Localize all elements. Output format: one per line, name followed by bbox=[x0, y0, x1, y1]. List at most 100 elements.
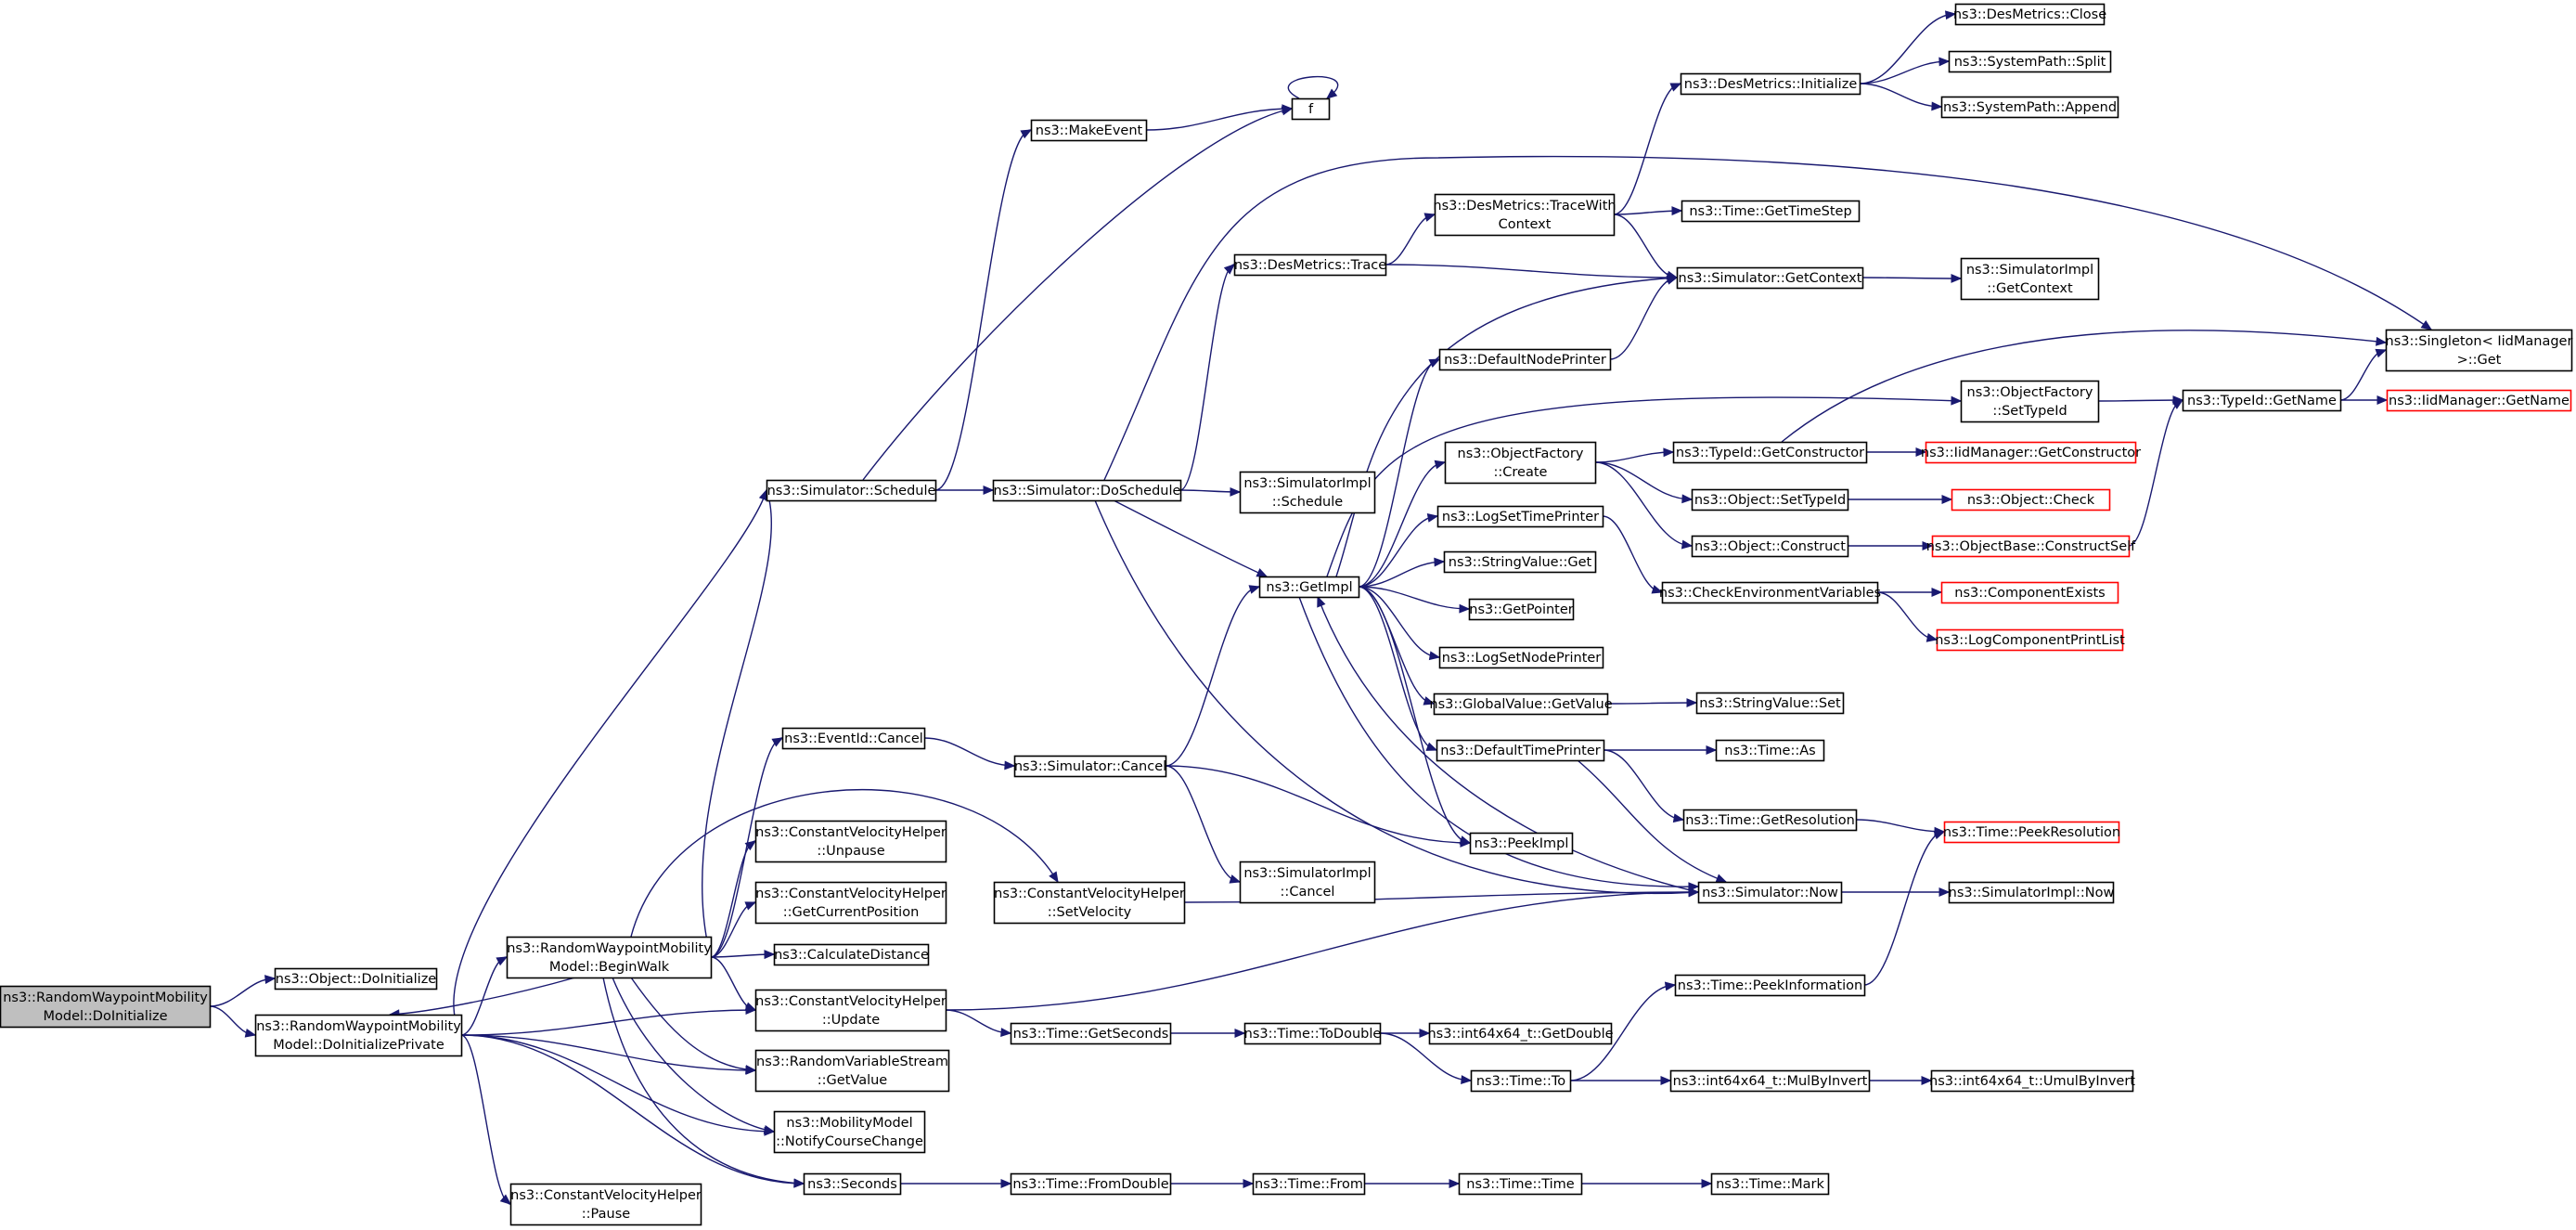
node-peekinfo[interactable]: ns3::Time::PeekInformation bbox=[1674, 974, 1866, 997]
node-label: ns3::ConstantVelocityHelper bbox=[755, 887, 947, 901]
node-peekimpl[interactable]: ns3::PeekImpl bbox=[1469, 832, 1574, 855]
node-compexists[interactable]: ns3::ComponentExists bbox=[1940, 581, 2119, 604]
node-calcdist[interactable]: ns3::CalculateDistance bbox=[773, 943, 930, 966]
node-logcompprint[interactable]: ns3::LogComponentPrintList bbox=[1935, 628, 2125, 652]
edge-doinitpriv-to-schedule bbox=[453, 489, 767, 1036]
node-doinitpriv[interactable]: ns3::RandomWaypointMobilityModel::DoInit… bbox=[254, 1014, 463, 1057]
node-box bbox=[1434, 193, 1616, 237]
node-cvhupdate[interactable]: ns3::ConstantVelocityHelper::Update bbox=[754, 989, 947, 1032]
node-implgetctx[interactable]: ns3::SimulatorImpl::GetContext bbox=[1960, 257, 2100, 301]
node-spsplit[interactable]: ns3::SystemPath::Split bbox=[1948, 50, 2112, 73]
node-simgetctx[interactable]: ns3::Simulator::GetContext bbox=[1676, 266, 1864, 290]
node-doinit[interactable]: ns3::Object::DoInitialize bbox=[274, 967, 438, 990]
node-iidgetctor[interactable]: ns3::IidManager::GetConstructor bbox=[1921, 441, 2141, 464]
edge-ofcreate-to-objsettypeid-arrowhead bbox=[1681, 494, 1694, 504]
node-getseconds[interactable]: ns3::Time::GetSeconds bbox=[1010, 1022, 1172, 1045]
node-timemark[interactable]: ns3::Time::Mark bbox=[1710, 1172, 1830, 1196]
node-doschedule[interactable]: ns3::Simulator::DoSchedule bbox=[992, 479, 1182, 502]
node-dmtrace[interactable]: ns3::DesMetrics::Trace bbox=[1233, 253, 1387, 277]
edge-checkenv-to-compexists-arrowhead bbox=[1931, 588, 1943, 597]
node-objconstruct[interactable]: ns3::Object::Construct bbox=[1691, 535, 1849, 558]
node-label: ns3::MakeEvent bbox=[1036, 123, 1143, 138]
node-singletonget[interactable]: ns3::Singleton< IidManager >::Get bbox=[2385, 329, 2573, 372]
node-peekres[interactable]: ns3::Time::PeekResolution bbox=[1943, 821, 2120, 844]
node-beginwalk[interactable]: ns3::RandomWaypointMobilityModel::BeginW… bbox=[506, 936, 713, 979]
node-box bbox=[1469, 832, 1574, 855]
edge-beginwalk-to-cvhgetpos-arrowhead bbox=[744, 901, 757, 911]
node-box bbox=[2385, 329, 2573, 372]
node-todouble[interactable]: ns3::Time::ToDouble bbox=[1244, 1022, 1382, 1045]
node-simcancel[interactable]: ns3::Simulator::Cancel bbox=[1013, 755, 1167, 778]
node-ofcreate[interactable]: ns3::ObjectFactory::Create bbox=[1444, 441, 1597, 485]
node-cvhgetpos[interactable]: ns3::ConstantVelocityHelper::GetCurrentP… bbox=[754, 881, 947, 925]
node-mulbyinvert[interactable]: ns3::int64x64_t::MulByInvert bbox=[1669, 1069, 1871, 1093]
node-gettimestep[interactable]: ns3::Time::GetTimeStep bbox=[1681, 200, 1861, 223]
edge-beginwalk-to-cvhupdate-arrowhead bbox=[744, 1002, 757, 1011]
node-logsettime[interactable]: ns3::LogSetTimePrinter bbox=[1436, 505, 1604, 528]
node-box bbox=[1252, 1172, 1366, 1196]
node-label: ns3::SimulatorImpl bbox=[1243, 866, 1371, 881]
node-umulbyinvert[interactable]: ns3::int64x64_t::UmulByInvert bbox=[1929, 1069, 2135, 1093]
node-logsetnode[interactable]: ns3::LogSetNodePrinter bbox=[1438, 646, 1604, 669]
edge-simcancel-to-getimpl bbox=[1165, 586, 1260, 767]
node-f[interactable]: f bbox=[1291, 97, 1331, 121]
node-cvhsetvel[interactable]: ns3::ConstantVelocityHelper::SetVelocity bbox=[993, 881, 1186, 925]
node-getresolution[interactable]: ns3::Time::GetResolution bbox=[1682, 809, 1858, 832]
node-tidgetctor[interactable]: ns3::TypeId::GetConstructor bbox=[1672, 441, 1868, 464]
node-makeevent[interactable]: ns3::MakeEvent bbox=[1030, 119, 1148, 142]
node-obconstructself[interactable]: ns3::ObjectBase::ConstructSelf bbox=[1926, 535, 2136, 558]
node-implnow[interactable]: ns3::SimulatorImpl::Now bbox=[1948, 881, 2115, 904]
node-timeto[interactable]: ns3::Time::To bbox=[1470, 1069, 1572, 1093]
node-seconds[interactable]: ns3::Seconds bbox=[803, 1172, 902, 1196]
node-timetime[interactable]: ns3::Time::Time bbox=[1458, 1172, 1583, 1196]
node-mmnotify[interactable]: ns3::MobilityModel::NotifyCourseChange bbox=[773, 1110, 926, 1154]
node-label: ns3::RandomWaypointMobility bbox=[507, 941, 712, 956]
node-box bbox=[1948, 881, 2115, 904]
node-implcancel[interactable]: ns3::SimulatorImpl::Cancel bbox=[1239, 861, 1376, 904]
edge-logsettime-to-checkenv-arrowhead bbox=[1651, 585, 1664, 594]
node-label: ns3::Time::Time bbox=[1466, 1177, 1575, 1192]
node-implschedule[interactable]: ns3::SimulatorImpl::Schedule bbox=[1239, 471, 1376, 514]
node-tidgetname[interactable]: ns3::TypeId::GetName bbox=[2182, 389, 2342, 412]
node-label: ns3::RandomWaypointMobility bbox=[3, 990, 208, 1005]
node-root[interactable]: ns3::RandomWaypointMobilityModel::DoInit… bbox=[0, 985, 212, 1029]
edge-ofcreate-to-tidgetctor bbox=[1594, 451, 1674, 463]
node-box bbox=[1239, 861, 1376, 904]
node-timeas[interactable]: ns3::Time::As bbox=[1715, 739, 1825, 762]
edge-dmtracectx-to-simgetctx bbox=[1613, 214, 1678, 278]
node-objsettypeid[interactable]: ns3::Object::SetTypeId bbox=[1691, 488, 1849, 511]
node-iidgetname[interactable]: ns3::IidManager::GetName bbox=[2386, 389, 2572, 412]
edge-ofcreate-to-tidgetctor-arrowhead bbox=[1663, 447, 1675, 458]
node-ofsettypeid[interactable]: ns3::ObjectFactory::SetTypeId bbox=[1960, 380, 2100, 423]
node-deftimeprinter[interactable]: ns3::DefaultTimePrinter bbox=[1436, 739, 1605, 762]
node-rvsgetvalue[interactable]: ns3::RandomVariableStream::GetValue bbox=[754, 1049, 950, 1093]
node-fromdouble[interactable]: ns3::Time::FromDouble bbox=[1010, 1172, 1172, 1196]
node-strvalset[interactable]: ns3::StringValue::Set bbox=[1695, 692, 1845, 715]
node-getpointer[interactable]: ns3::GetPointer bbox=[1468, 598, 1575, 621]
node-label: ns3::SystemPath::Split bbox=[1954, 55, 2106, 70]
node-cvhunpause[interactable]: ns3::ConstantVelocityHelper::Unpause bbox=[754, 820, 947, 863]
node-defnodeprinter[interactable]: ns3::DefaultNodePrinter bbox=[1438, 348, 1612, 371]
edge-getimpl-to-simnow bbox=[1298, 596, 1699, 887]
node-schedule[interactable]: ns3::Simulator::Schedule bbox=[766, 479, 937, 502]
node-box bbox=[1697, 881, 1843, 904]
edge-simcancel-to-implcancel-arrowhead bbox=[1229, 874, 1242, 884]
node-box bbox=[1960, 257, 2100, 301]
node-strvalget[interactable]: ns3::StringValue::Get bbox=[1443, 550, 1597, 574]
node-objcheck[interactable]: ns3::Object::Check bbox=[1951, 488, 2111, 511]
node-label: ns3::int64x64_t::MulByInvert bbox=[1673, 1074, 1868, 1089]
node-getimpl[interactable]: ns3::GetImpl bbox=[1258, 576, 1360, 599]
node-int64getdouble[interactable]: ns3::int64x64_t::GetDouble bbox=[1427, 1022, 1614, 1045]
node-dminit[interactable]: ns3::DesMetrics::Initialize bbox=[1680, 72, 1861, 96]
node-label: ::GetValue bbox=[818, 1073, 888, 1088]
edge-tidgetctor-to-iidgetctor-arrowhead bbox=[1915, 447, 1927, 457]
node-gvgetvalue[interactable]: ns3::GlobalValue::GetValue bbox=[1429, 693, 1613, 716]
node-eventcancel[interactable]: ns3::EventId::Cancel bbox=[781, 727, 926, 750]
node-cvhpause[interactable]: ns3::ConstantVelocityHelper::Pause bbox=[509, 1183, 702, 1226]
node-simnow[interactable]: ns3::Simulator::Now bbox=[1697, 881, 1843, 904]
node-dmclose[interactable]: ns3::DesMetrics::Close bbox=[1953, 3, 2106, 26]
node-spappend[interactable]: ns3::SystemPath::Append bbox=[1940, 96, 2119, 119]
node-checkenv[interactable]: ns3::CheckEnvironmentVariables bbox=[1659, 581, 1881, 604]
node-timefrom[interactable]: ns3::Time::From bbox=[1252, 1172, 1366, 1196]
